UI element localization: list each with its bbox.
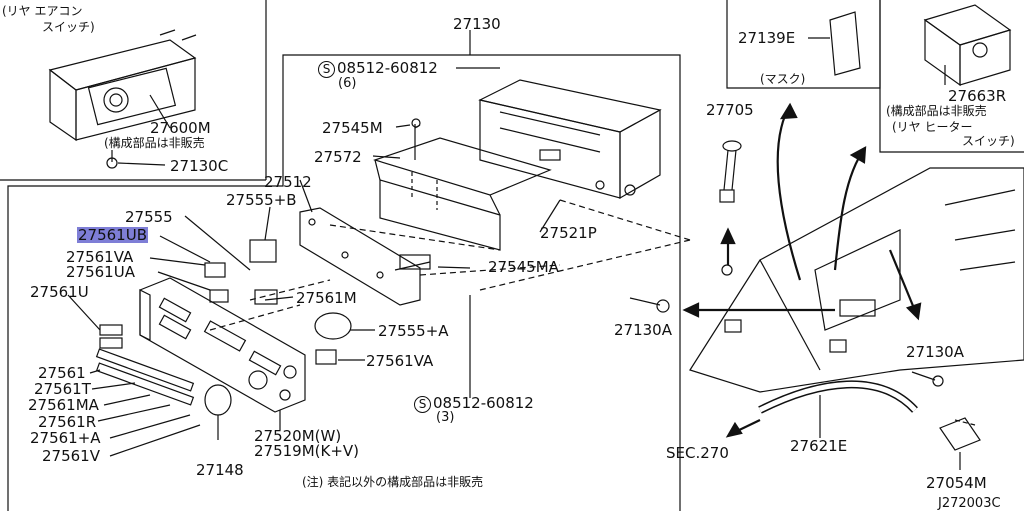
part-label-27555[interactable]: 27555: [125, 208, 173, 226]
pointer-arrows: [682, 102, 922, 438]
part-label-27561U[interactable]: 27561U: [30, 283, 89, 301]
footnote: (注) 表記以外の構成部品は非販売: [302, 475, 484, 489]
part-label-27561R[interactable]: 27561R: [38, 413, 97, 431]
note-rear-ac-switch-2: スイッチ): [42, 20, 95, 34]
part-label-27663R[interactable]: 27663R: [948, 87, 1007, 105]
part-label-27561V[interactable]: 27561V: [42, 447, 100, 465]
figure-id: J272003C: [938, 496, 1001, 511]
duct-hose: [758, 380, 918, 438]
front-control-panel: [139, 277, 306, 413]
part-label-27600M[interactable]: 27600M: [150, 119, 211, 137]
small-buttons: [95, 239, 352, 406]
note-mask: (マスク): [760, 72, 806, 86]
part-label-27148[interactable]: 27148: [196, 461, 244, 479]
part-label-27545MA[interactable]: 27545MA: [488, 258, 559, 276]
rear-heater-switch: [923, 4, 1012, 87]
part-label-27139E[interactable]: 27139E: [738, 29, 796, 47]
note-rear-heater-2: スイッチ): [962, 134, 1015, 148]
control-unit-box: [478, 79, 662, 200]
part-label-27512[interactable]: 27512: [264, 173, 312, 191]
part-label-27130A-right[interactable]: 27130A: [906, 343, 964, 361]
note-not-sold-27663R: (構成部品は非販売: [886, 104, 987, 118]
note-not-sold-27600M: (構成部品は非販売: [104, 136, 205, 150]
part-label-27561A[interactable]: 27561+A: [30, 429, 101, 447]
part-label-27705[interactable]: 27705: [706, 101, 754, 119]
inset-frame-top-left: [0, 0, 267, 181]
part-label-27621E[interactable]: 27621E: [790, 437, 848, 455]
projection-lines: [209, 199, 691, 331]
leader-lines: [67, 67, 561, 457]
sensor-27705: [719, 140, 742, 276]
main-frame: [7, 54, 681, 511]
part-label-27561T[interactable]: 27561T: [34, 380, 91, 398]
actuator: [939, 417, 981, 470]
note-rear-heater-1: (リヤ ヒーター: [892, 120, 973, 134]
part-label-27572[interactable]: 27572: [314, 148, 362, 166]
qty-08512-bottom: (3): [436, 410, 455, 425]
part-label-27561UB-highlighted[interactable]: 27561UB: [77, 226, 148, 244]
part-label-27555A[interactable]: 27555+A: [378, 322, 449, 340]
part-label-27521P[interactable]: 27521P: [540, 224, 597, 242]
part-label-27130[interactable]: 27130: [453, 15, 501, 33]
side-bracket: [299, 207, 431, 306]
dashboard: [689, 167, 1024, 393]
part-label-27561UA[interactable]: 27561UA: [66, 263, 135, 281]
inset-frame-rear-heater: [879, 0, 1024, 153]
part-label-27561VA[interactable]: 27561VA: [66, 248, 134, 266]
qty-08512-top: (6): [338, 76, 357, 91]
part-label-27520M[interactable]: 27520M(W): [254, 427, 342, 445]
part-label-27130A-left[interactable]: 27130A: [614, 321, 672, 339]
part-label-27555B[interactable]: 27555+B: [226, 191, 297, 209]
part-label-27561MA[interactable]: 27561MA: [28, 396, 99, 414]
part-label-27545M[interactable]: 27545M: [322, 119, 383, 137]
bracket-plate: [373, 118, 552, 251]
part-label-27561[interactable]: 27561: [38, 364, 86, 382]
note-rear-ac-switch-1: (リヤ エアコン: [2, 4, 83, 18]
part-label-27561M[interactable]: 27561M: [296, 289, 357, 307]
mask-part: [808, 11, 861, 76]
rear-ac-switch-drawing: [48, 29, 197, 169]
knob: [204, 384, 232, 440]
part-label-27561VA-2[interactable]: 27561VA: [366, 352, 434, 370]
part-label-27519M[interactable]: 27519M(K+V): [254, 442, 360, 460]
part-label-27054M[interactable]: 27054M: [926, 474, 987, 492]
screws: [414, 124, 944, 387]
part-label-27130C[interactable]: 27130C: [170, 157, 229, 175]
link-sec270[interactable]: SEC.270: [666, 444, 729, 462]
